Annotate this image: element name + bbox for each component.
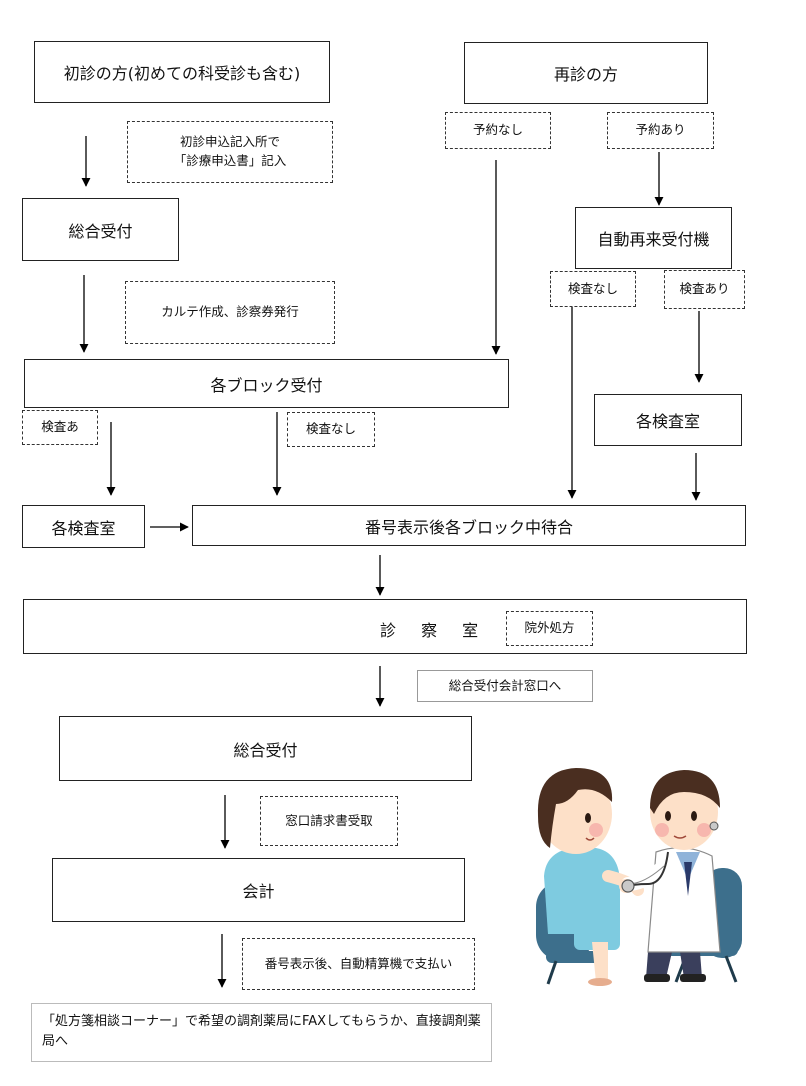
block-with-exam-label: 検査あ	[41, 419, 79, 435]
note-line-2: 「診療申込書」記入	[173, 153, 287, 168]
with-appointment-note: 予約あり	[607, 112, 714, 149]
payment-note: 番号表示後、自動精算機で支払い	[242, 938, 475, 990]
prescription-text: 「処方箋相談コーナー」で希望の調剤薬局にFAXしてもらうか、直接調剤薬局へ	[42, 1014, 481, 1049]
general-reception-label: 総合受付	[68, 221, 133, 241]
invoice-note: 窓口請求書受取	[260, 796, 398, 846]
block-with-exam-note: 検査あ	[22, 410, 98, 445]
payment-text: 番号表示後、自動精算機で支払い	[264, 955, 453, 971]
consultation-room-box: 診 察 室	[23, 599, 747, 654]
block-no-exam-label: 検査なし	[305, 421, 356, 437]
final-reception-box: 総合受付	[59, 716, 472, 781]
general-reception-box: 総合受付	[22, 198, 179, 261]
return-exam-room-label: 各検査室	[635, 412, 700, 431]
with-appointment-label: 予約あり	[635, 122, 686, 138]
first-visit-box: 初診の方(初めての科受診も含む)	[34, 41, 330, 103]
invoice-text: 窓口請求書受取	[285, 812, 373, 828]
return-visit-box: 再診の方	[464, 42, 708, 104]
kiosk-no-exam-label: 検査なし	[567, 280, 618, 296]
waiting-area-box: 番号表示後各ブロック中待合	[192, 505, 746, 546]
block-reception-box: 各ブロック受付	[24, 359, 509, 408]
no-appointment-note: 予約なし	[445, 112, 551, 149]
no-appointment-label: 予約なし	[472, 122, 523, 138]
kiosk-box: 自動再来受付機	[575, 207, 732, 269]
kiosk-with-exam-note: 検査あり	[664, 270, 745, 309]
kiosk-label: 自動再来受付機	[597, 230, 710, 249]
block-reception-label: 各ブロック受付	[210, 375, 323, 395]
first-visit-form-note: 初診申込記入所で 「診療申込書」記入	[127, 121, 333, 183]
cashier-window-text: 総合受付会計窓口へ	[448, 677, 562, 693]
block-no-exam-note: 検査なし	[287, 412, 375, 447]
cashier-window-note: 総合受付会計窓口へ	[417, 670, 593, 702]
doctor-patient-illustration	[536, 768, 742, 986]
waiting-area-label: 番号表示後各ブロック中待合	[364, 517, 573, 537]
final-reception-label: 総合受付	[233, 740, 298, 760]
consultation-room-label: 診 察 室	[380, 621, 489, 640]
outside-prescription-label: 院外処方	[524, 620, 575, 636]
return-visit-title: 再診の方	[553, 65, 618, 84]
patient-figure	[537, 768, 644, 986]
cashier-label: 会計	[242, 882, 275, 901]
note-line-1: 初診申込記入所で	[179, 134, 280, 150]
chart-issue-note: カルテ作成、診察券発行	[125, 281, 335, 344]
block-exam-room-label: 各検査室	[51, 518, 116, 538]
outside-prescription-note: 院外処方	[506, 611, 593, 646]
chart-issue-text: カルテ作成、診察券発行	[161, 304, 299, 320]
block-exam-room-box: 各検査室	[22, 505, 145, 548]
return-exam-room-box: 各検査室	[594, 394, 742, 446]
first-visit-title: 初診の方(初めての科受診も含む)	[63, 64, 301, 83]
kiosk-no-exam-note: 検査なし	[550, 271, 636, 307]
prescription-note: 「処方箋相談コーナー」で希望の調剤薬局にFAXしてもらうか、直接調剤薬局へ	[31, 1003, 492, 1062]
cashier-box: 会計	[52, 858, 465, 922]
kiosk-with-exam-label: 検査あり	[679, 281, 730, 297]
doctor-figure	[619, 770, 721, 982]
